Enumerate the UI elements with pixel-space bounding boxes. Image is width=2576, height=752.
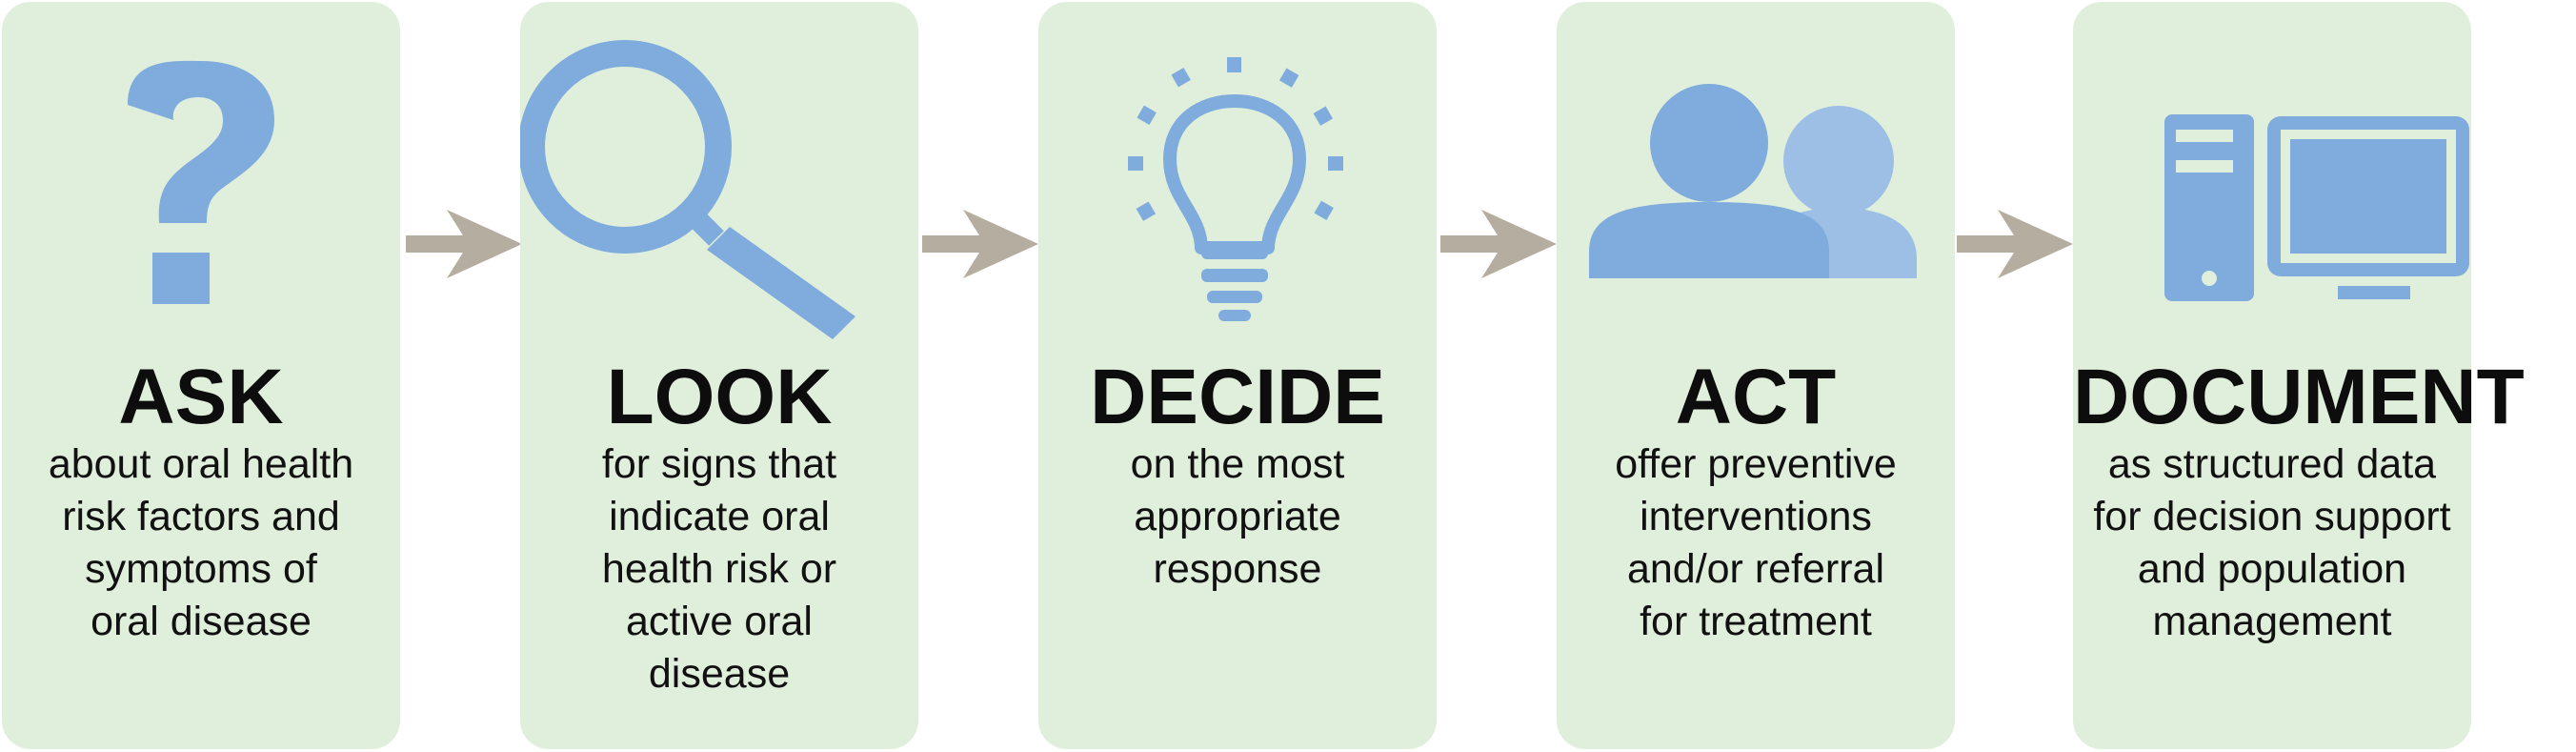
description-line: active oral: [626, 599, 813, 644]
description-line: for decision support: [2093, 494, 2451, 539]
lightbulb-icon: [1128, 57, 1343, 321]
description-line: response: [1153, 546, 1322, 592]
step-title: ASK: [118, 354, 284, 440]
step-card-document: DOCUMENT as structured data for decision…: [2073, 2, 2525, 749]
description-line: on the most: [1130, 441, 1345, 487]
computer-icon: [2164, 114, 2469, 301]
step-title: DECIDE: [1090, 354, 1385, 440]
description-line: for signs that: [601, 441, 837, 487]
description-line: risk factors and: [62, 494, 340, 539]
question-mark-icon: [128, 60, 274, 304]
description-line: and/or referral: [1626, 546, 1885, 592]
step-card-act: ACT offer preventive interventions and/o…: [1557, 2, 1955, 749]
description-line: appropriate: [1134, 494, 1341, 539]
step-description: as structured data for decision support …: [2086, 438, 2458, 648]
description-line: oral disease: [91, 599, 312, 644]
step-title: ACT: [1675, 354, 1837, 440]
arrow-right-icon: [922, 210, 1038, 278]
step-title: DOCUMENT: [2073, 354, 2525, 440]
description-line: indicate oral: [609, 494, 830, 539]
description-line: management: [2152, 599, 2392, 644]
step-description: for signs that indicate oral health risk…: [533, 438, 905, 701]
description-line: health risk or: [601, 546, 837, 592]
description-line: interventions: [1640, 494, 1872, 539]
description-line: and population: [2137, 546, 2407, 592]
step-description: offer preventive interventions and/or re…: [1570, 438, 1942, 648]
description-line: as structured data: [2107, 441, 2437, 487]
description-line: about oral health: [48, 441, 354, 487]
step-card-ask: ASK about oral health risk factors and s…: [2, 2, 400, 749]
description-line: symptoms of: [85, 546, 317, 592]
arrow-right-icon: [1440, 210, 1557, 278]
description-line: offer preventive: [1615, 441, 1897, 487]
magnifying-glass-icon: [520, 40, 855, 339]
step-card-look: LOOK for signs that indicate oral health…: [520, 2, 918, 749]
people-icon: [1589, 84, 1917, 278]
arrow-right-icon: [1957, 210, 2073, 278]
step-description: on the most appropriate response: [1052, 438, 1423, 596]
step-title: LOOK: [606, 354, 833, 440]
arrow-right-icon: [406, 210, 522, 278]
step-description: about oral health risk factors and sympt…: [15, 438, 387, 648]
description-line: disease: [648, 651, 791, 697]
step-card-decide: DECIDE on the most appropriate response: [1038, 2, 1437, 749]
description-line: for treatment: [1640, 599, 1872, 644]
